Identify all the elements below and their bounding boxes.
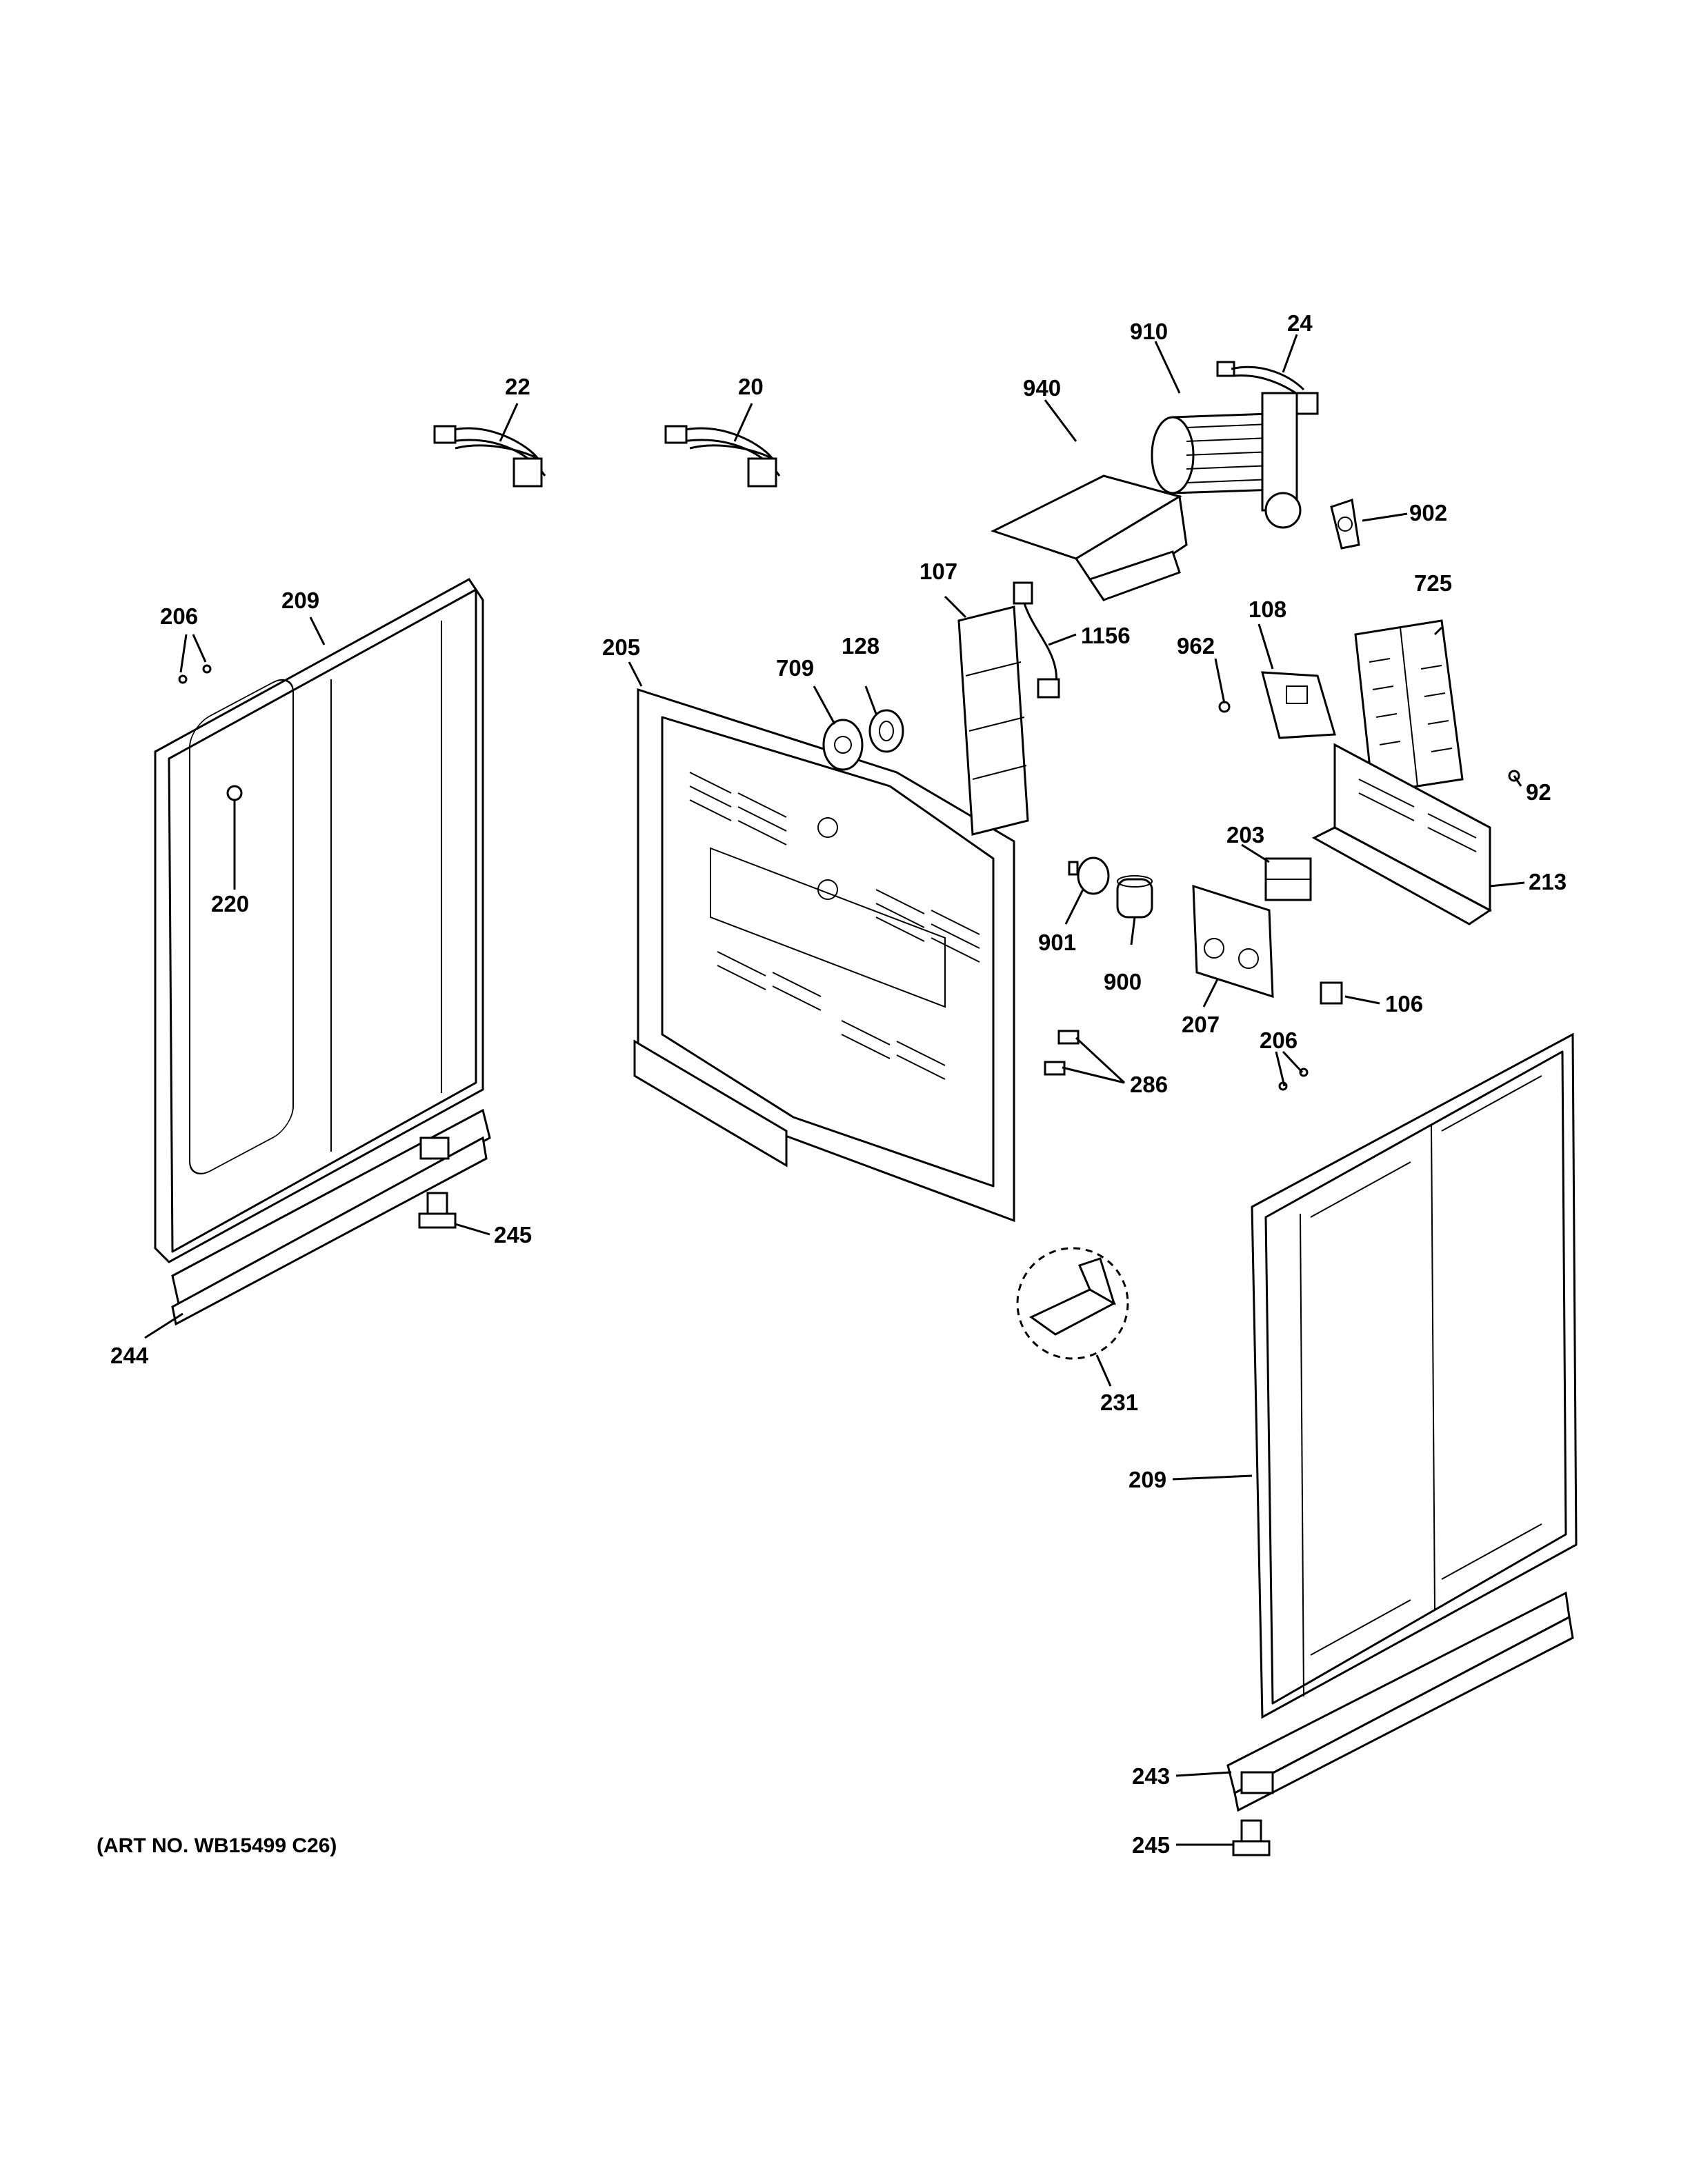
callout-231: 231	[1100, 1390, 1138, 1415]
callout-243: 243	[1132, 1763, 1170, 1789]
callout-107: 107	[919, 559, 957, 584]
callout-207: 207	[1182, 1012, 1220, 1037]
callout-203: 203	[1226, 822, 1264, 848]
leveling-leg-245-right	[1232, 1819, 1271, 1856]
side-panel-209-left	[154, 578, 484, 1263]
back-panel-205	[633, 688, 1015, 1223]
callout-244: 244	[110, 1343, 149, 1368]
damper-709	[822, 719, 864, 771]
side-panel-209-right	[1251, 1032, 1578, 1719]
bracket-213	[1311, 743, 1492, 925]
callout-209-left: 209	[281, 588, 319, 613]
callout-900: 900	[1104, 969, 1142, 994]
callout-725: 725	[1414, 570, 1452, 596]
bracket-231-inset	[1016, 1247, 1129, 1360]
callout-901: 901	[1038, 930, 1076, 955]
bracket-207	[1192, 884, 1274, 999]
callout-205: 205	[602, 634, 640, 660]
capacitor-900	[1116, 875, 1153, 919]
blower-fan-910	[1151, 392, 1302, 529]
callout-20: 20	[738, 374, 764, 399]
callout-902: 902	[1409, 500, 1447, 525]
sensor-106	[1320, 981, 1343, 1005]
art-number: (ART NO. WB15499 C26)	[97, 1834, 337, 1857]
callout-910: 910	[1130, 319, 1168, 344]
callout-209-right: 209	[1129, 1467, 1166, 1492]
clips-286	[1044, 1030, 1080, 1076]
base-rail-244	[171, 1108, 491, 1326]
callout-709: 709	[776, 655, 814, 681]
wire-harness-24	[1216, 361, 1319, 415]
relay-203	[1264, 857, 1312, 901]
callout-24: 24	[1287, 310, 1313, 336]
screw-206-left	[178, 674, 188, 684]
wire-harness-22	[433, 425, 546, 488]
callout-106: 106	[1385, 991, 1423, 1016]
callout-92: 92	[1526, 779, 1551, 805]
leveling-leg-245-left	[418, 1192, 457, 1229]
wire-harness-20	[664, 425, 781, 488]
callout-22: 22	[505, 374, 530, 399]
ring-128	[868, 709, 904, 753]
callout-962: 962	[1177, 633, 1215, 659]
harness-1156	[1013, 581, 1060, 699]
callout-245-right: 245	[1132, 1832, 1170, 1858]
callout-286: 286	[1130, 1072, 1168, 1097]
duct-940	[991, 474, 1188, 602]
leader-lines	[144, 334, 1525, 1846]
clip-901	[1068, 856, 1110, 895]
callout-245-left: 245	[494, 1222, 532, 1248]
callout-206-right: 206	[1260, 1028, 1298, 1053]
callout-1156: 1156	[1081, 623, 1131, 648]
callout-220: 220	[211, 891, 249, 916]
callout-206-left: 206	[160, 603, 198, 629]
bracket-902	[1330, 499, 1360, 550]
callout-213: 213	[1529, 869, 1567, 894]
callout-128: 128	[842, 633, 879, 659]
screw-206-left-2	[202, 664, 212, 674]
control-board-107	[957, 605, 1029, 836]
clip-220	[226, 785, 243, 801]
base-rail-243	[1226, 1591, 1574, 1812]
screw-962	[1218, 701, 1231, 713]
callout-940: 940	[1023, 375, 1061, 401]
callout-108: 108	[1249, 597, 1286, 622]
relay-box-725	[1354, 619, 1464, 794]
board-108	[1261, 671, 1336, 739]
